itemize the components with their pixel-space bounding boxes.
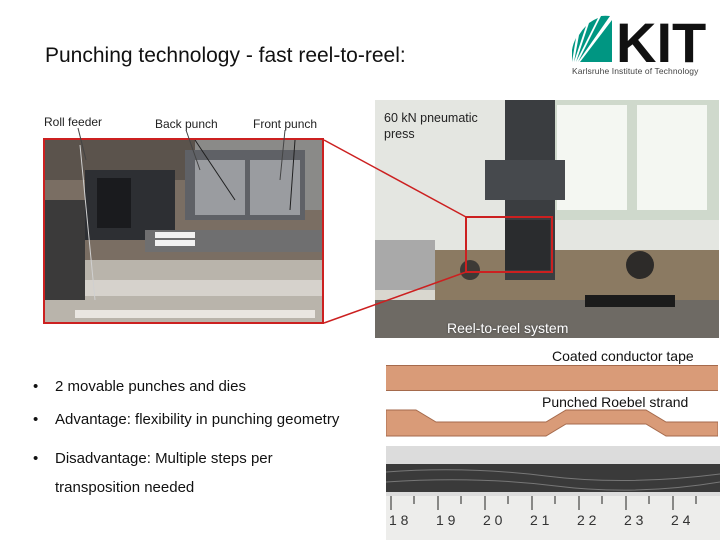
reel-system-label: Reel-to-reel system [447, 320, 569, 336]
ruler-tick-label: 1 9 [436, 512, 456, 528]
bullet-item: •Advantage: flexibility in punching geom… [33, 411, 340, 428]
kit-subtitle: Karlsruhe Institute of Technology [572, 66, 699, 76]
kit-logo: KIT [566, 8, 716, 80]
punched-strand-shape [386, 409, 718, 437]
ruler-tick-label: 2 0 [483, 512, 503, 528]
kit-wordmark: KIT [616, 11, 706, 68]
punching-machine-photo [43, 138, 324, 324]
kit-logo-mark: KIT [572, 11, 706, 74]
bullet-dot: • [33, 411, 39, 428]
ruler-tick-label: 2 2 [577, 512, 597, 528]
ruler-tick-label: 1 8 [389, 512, 409, 528]
coated-tape [386, 365, 718, 391]
coated-tape-label: Coated conductor tape [552, 348, 694, 364]
roebel-cable-photo: 1 8 1 9 2 0 2 1 2 2 2 3 2 4 [386, 446, 720, 540]
bullet-dot: • [33, 378, 39, 395]
bullet-item: • Disadvantage: Multiple steps per trans… [33, 444, 323, 502]
ruler-tick-label: 2 1 [530, 512, 550, 528]
ruler-tick-label: 2 3 [624, 512, 644, 528]
bullet-dot: • [33, 450, 39, 467]
front-punch-label: Front punch [253, 117, 318, 131]
slide-title: Punching technology - fast reel-to-reel: [45, 44, 406, 67]
punched-strand-label: Punched Roebel strand [542, 394, 689, 410]
bullet-item: •2 movable punches and dies [33, 378, 246, 395]
back-punch-label: Back punch [155, 117, 218, 131]
ruler-tick-label: 2 4 [671, 512, 691, 528]
roll-feeder-label: Roll feeder [44, 115, 103, 129]
press-label: 60 kN pneumatic press [384, 111, 478, 141]
